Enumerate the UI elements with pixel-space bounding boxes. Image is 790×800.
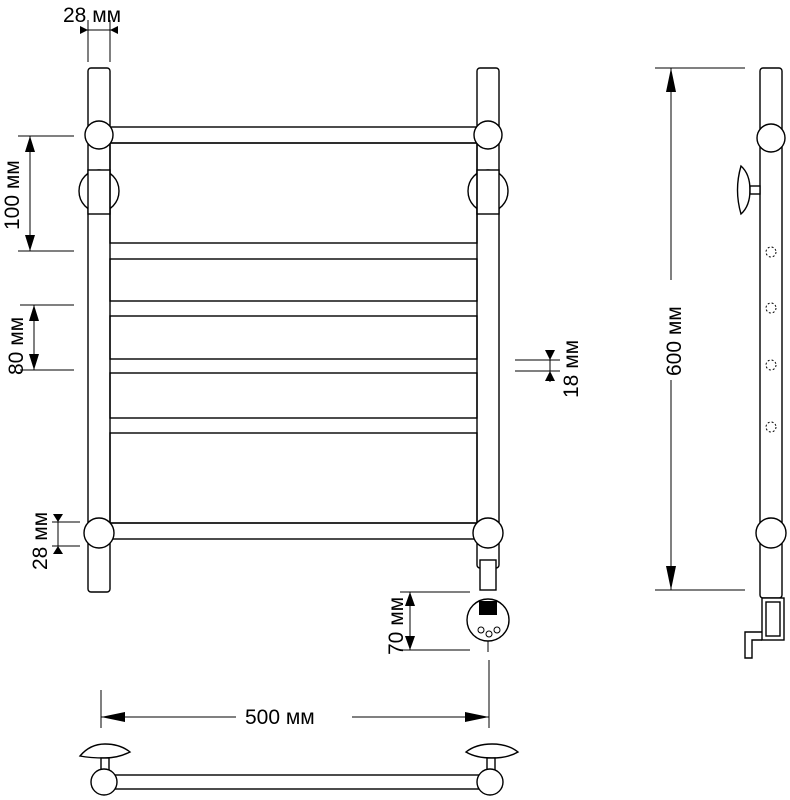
dim-label-top-width: 28 мм — [63, 4, 121, 27]
left-post-cover — [87, 169, 111, 215]
bottom-bar — [109, 522, 478, 540]
top-view — [78, 743, 520, 796]
side-heater-plug — [744, 631, 762, 659]
side-rung-end-2 — [765, 302, 777, 314]
side-bracket-arm — [749, 185, 761, 195]
heater-button-2 — [485, 630, 493, 638]
top-right-stem — [486, 757, 496, 771]
heater-display — [479, 601, 497, 615]
rung-1 — [109, 142, 478, 244]
heater-stem — [479, 559, 497, 591]
top-right-mount — [464, 743, 520, 759]
heater-button-1 — [477, 626, 485, 634]
side-wall-mount — [736, 164, 751, 216]
dim-label-rung-spacing: 80 мм — [5, 317, 28, 375]
side-view — [736, 67, 787, 659]
side-rung-end-1 — [765, 246, 777, 258]
dim-label-heater-offset: 70 мм — [385, 597, 408, 655]
rung-2 — [109, 258, 478, 302]
top-left-joint — [90, 768, 118, 796]
joint-top-right — [473, 120, 503, 150]
rung-5 — [109, 432, 478, 524]
top-left-stem — [100, 757, 110, 771]
dim-heater-offset: 70 мм — [385, 591, 470, 655]
side-joint-top — [756, 123, 786, 153]
heater-button-3 — [493, 626, 501, 634]
top-bar — [109, 126, 478, 144]
rung-4 — [109, 372, 478, 419]
dim-label-total-height: 600 мм — [663, 306, 686, 376]
dim-label-total-width: 500 мм — [245, 706, 315, 729]
dim-total-width: 500 мм — [100, 660, 490, 729]
dim-label-bottom-width: 28 мм — [29, 512, 52, 570]
top-right-joint — [476, 768, 504, 796]
dim-label-rung-height: 18 мм — [560, 340, 583, 398]
side-rung-end-3 — [765, 359, 777, 371]
top-bar-view — [109, 774, 489, 790]
right-post-cover — [476, 169, 500, 215]
dim-rung-spacing: 80 мм — [5, 304, 74, 375]
side-rung-end-4 — [765, 421, 777, 433]
joint-top-left — [84, 120, 114, 150]
rung-3 — [109, 315, 478, 360]
joint-bottom-right — [472, 517, 504, 549]
dim-top-section-height: 100 мм — [1, 135, 74, 252]
dim-label-top-section: 100 мм — [1, 160, 24, 230]
top-left-mount — [78, 743, 132, 759]
dim-top-width: 28 мм — [63, 4, 121, 62]
joint-bottom-left — [83, 517, 115, 549]
side-joint-bottom — [755, 517, 787, 549]
dim-total-height: 600 мм — [655, 67, 745, 591]
dim-rung-height: 18 мм — [515, 340, 583, 398]
side-heater-inner — [765, 601, 781, 637]
dim-bottom-width: 28 мм — [29, 512, 80, 570]
front-view — [78, 67, 510, 652]
